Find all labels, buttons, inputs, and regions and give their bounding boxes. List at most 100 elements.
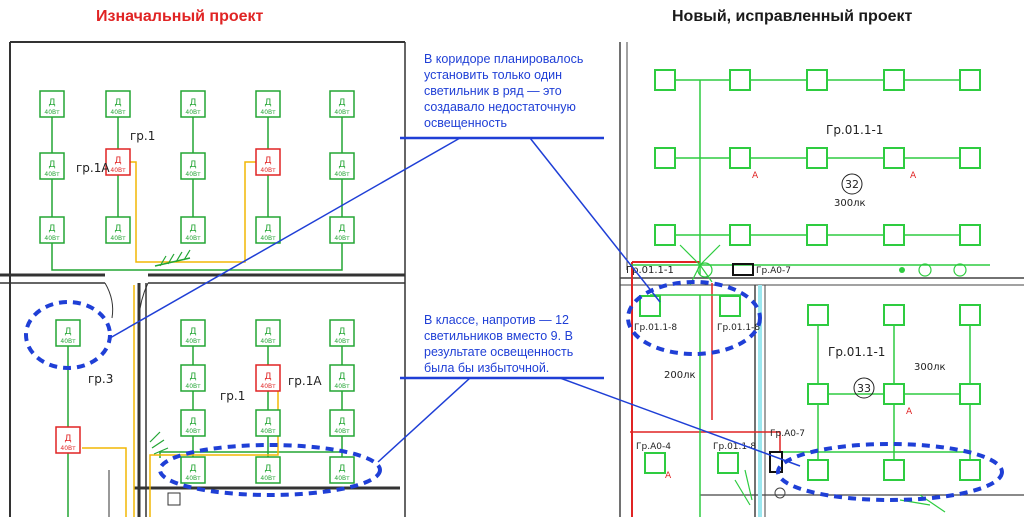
- note-corridor: В коридоре планировалось установить толь…: [424, 52, 584, 130]
- fixture-box: [255, 456, 281, 484]
- callout-bottom-right-line: [559, 377, 801, 467]
- classroom-row-highlight-new: [776, 442, 1004, 502]
- label-gr-18-a: Гр.01.1-8: [634, 323, 677, 333]
- fixture-box: [180, 90, 206, 118]
- fixture-box: [39, 152, 65, 180]
- room-number-circle-top: [841, 173, 863, 195]
- callouts: [109, 136, 801, 467]
- fixture-letter: Д: [264, 464, 271, 474]
- fixture-power: 40Вт: [334, 235, 350, 242]
- lux-top: 300лк: [834, 198, 866, 209]
- fixture-box: [255, 364, 281, 392]
- callout-top-left-line: [109, 137, 461, 339]
- fixture-power: 40Вт: [185, 235, 201, 242]
- label-gr3: гр.3: [88, 372, 113, 386]
- fixture-power: 40Вт: [185, 383, 201, 390]
- label-right-gr-top: Гр.01.1-1: [826, 123, 883, 137]
- label-gr-ao7-bottom: Гр.А0-7: [770, 429, 805, 439]
- fixture-power: 40Вт: [185, 338, 201, 345]
- new-light-fixture-5: [959, 69, 981, 91]
- fixture-power: 40Вт: [334, 428, 350, 435]
- fixture-box: [255, 216, 281, 244]
- new-light-fixture-2: [729, 69, 751, 91]
- fixture-letter: Д: [338, 160, 345, 170]
- fixture-power: 40Вт: [334, 383, 350, 390]
- fixture-box: [55, 426, 81, 454]
- corridor-highlight: [24, 300, 112, 370]
- fixture-box: [39, 90, 65, 118]
- label-gr-ao4: Гр.А0-4: [636, 442, 671, 452]
- fixture-letter: Д: [48, 224, 55, 234]
- label-gr-corridor: Гр.01.1-1: [626, 265, 674, 276]
- label-gr-18-b: Гр.01.1-8: [717, 323, 760, 333]
- room-number-bottom: 33: [857, 382, 871, 395]
- fixture-power: 40Вт: [110, 235, 126, 242]
- original-floor-plan: Д40ВтД40ВтД40ВтД40ВтД40ВтД40ВтД40ВтД40Вт…: [0, 41, 406, 517]
- new-light-fixture-26: [807, 459, 829, 481]
- fixture-box: [255, 409, 281, 437]
- new-light-fixture-8: [806, 147, 828, 169]
- fixture-box: [180, 216, 206, 244]
- fixture-letter: Д: [338, 98, 345, 108]
- label-gr-18-c: Гр.01.1-8: [713, 442, 756, 452]
- fixture-letter: Д: [64, 434, 71, 444]
- new-light-fixture-12: [729, 224, 751, 246]
- fixture-box: [329, 456, 355, 484]
- fixture-power: 40Вт: [260, 428, 276, 435]
- emergency-mark-2: А: [910, 171, 917, 181]
- fixture-power: 40Вт: [334, 109, 350, 116]
- new-light-fixture-24: [644, 452, 666, 474]
- label-gr1a-bottom: гр.1А: [288, 374, 322, 388]
- fixture-letter: Д: [264, 224, 271, 234]
- fixture-box: [180, 456, 206, 484]
- fixture-power: 40Вт: [60, 338, 76, 345]
- fixture-letter: Д: [64, 327, 71, 337]
- fixture-letter: Д: [338, 327, 345, 337]
- fixture-box: [329, 152, 355, 180]
- new-light-fixture-23: [959, 383, 981, 405]
- fixture-box: [329, 364, 355, 392]
- fixture-power: 40Вт: [260, 383, 276, 390]
- fixture-letter: Д: [338, 417, 345, 427]
- fixture-box: [105, 90, 131, 118]
- fixture-box: [255, 319, 281, 347]
- lux-bottom: 300лк: [914, 362, 946, 373]
- fixture-power: 40Вт: [110, 109, 126, 116]
- fixture-power: 40Вт: [185, 171, 201, 178]
- fixture-letter: Д: [189, 160, 196, 170]
- fixture-power: 40Вт: [334, 338, 350, 345]
- fixture-box: [180, 409, 206, 437]
- fixture-letter: Д: [114, 156, 121, 166]
- fixture-power: 40Вт: [185, 475, 201, 482]
- fixture-box: [329, 90, 355, 118]
- new-light-fixture-17: [719, 295, 741, 317]
- corridor-pair-highlight: [626, 280, 762, 356]
- new-light-fixture-3: [806, 69, 828, 91]
- fixture-letter: Д: [264, 417, 271, 427]
- emergency-mark-4: А: [665, 471, 672, 481]
- fixture-power: 40Вт: [260, 167, 276, 174]
- fixture-box: [255, 148, 281, 176]
- right-wiring: [630, 79, 990, 517]
- new-light-fixture-10: [959, 147, 981, 169]
- fixture-power: 40Вт: [44, 109, 60, 116]
- fixture-box: [180, 152, 206, 180]
- left-heading: Изначальный проект: [96, 8, 264, 25]
- fixture-power: 40Вт: [185, 428, 201, 435]
- emergency-mark-1: А: [752, 171, 759, 181]
